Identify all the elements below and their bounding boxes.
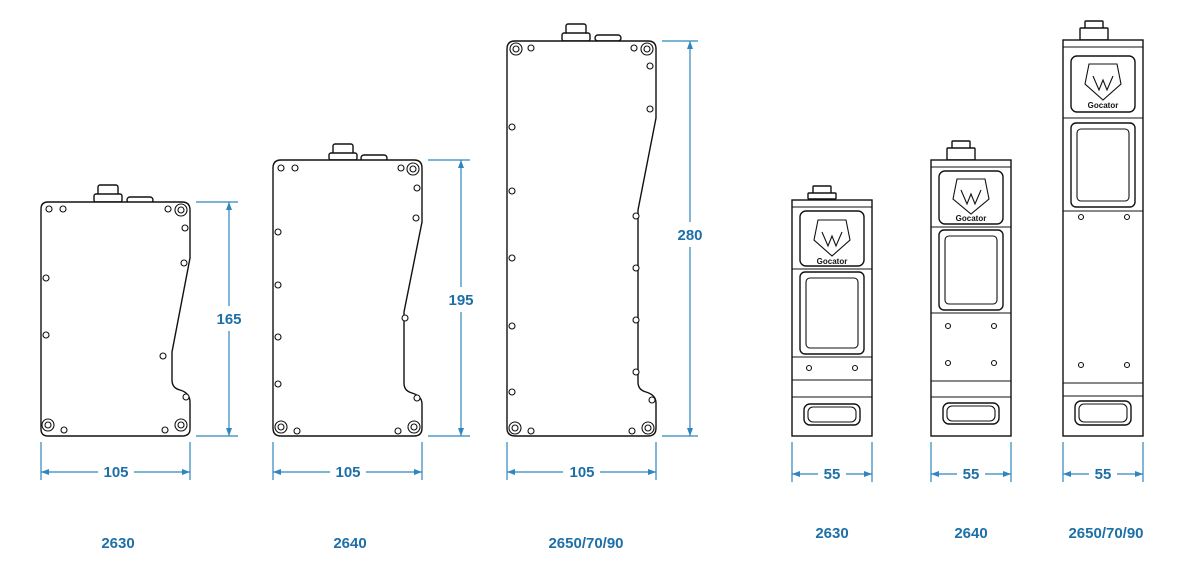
screws [41,203,190,434]
model-label-2630-side: 2630 [101,535,134,552]
height-dimension-280: 280 [662,40,703,437]
height-dimension-165: 165 [196,201,242,437]
front-view-dimensions: 55 55 55 [791,442,1144,483]
top-connector [328,143,388,162]
height-dimension-195: 195 [428,159,474,437]
width-dimension-55-b: 55 [930,442,1012,483]
screws [274,162,421,435]
front-view-2640: Gocator [930,140,1012,437]
gocator-logo: Gocator [938,170,1004,225]
side-view-2650 [506,23,657,437]
top-connector [561,23,622,42]
logo-text: Gocator [956,214,987,223]
model-label-2640-side: 2640 [333,535,366,552]
top-connector [93,184,154,204]
width-dimension-55-c: 55 [1062,442,1144,483]
width-dimension-105-a: 105 [40,442,191,481]
width-label: 105 [335,464,360,481]
width-label: 105 [103,464,128,481]
side-view-dimensions: 165 195 280 [40,40,703,481]
logo-text: Gocator [1088,101,1119,110]
screws [508,42,656,435]
model-label-2640-front: 2640 [954,525,987,542]
model-label-2650-side: 2650/70/90 [548,535,623,552]
width-dimension-105-c: 105 [506,442,657,481]
housing-outline [40,201,191,437]
side-view-2630 [40,184,191,437]
housing-outline [506,40,657,437]
housing-outline [272,159,423,437]
width-label: 55 [1095,466,1112,483]
width-label: 55 [963,466,980,483]
width-dimension-55-a: 55 [791,442,873,483]
model-label-2630-front: 2630 [815,525,848,542]
width-label: 105 [569,464,594,481]
gocator-logo: Gocator [799,210,865,267]
height-label: 280 [677,227,702,244]
logo-text: Gocator [817,257,848,266]
width-dimension-105-b: 105 [272,442,423,481]
front-view-2630: Gocator [791,185,873,437]
height-label: 195 [448,292,473,309]
height-label: 165 [216,311,241,328]
gocator-logo: Gocator [1070,55,1136,113]
side-view-2640 [272,143,423,437]
front-view-2650: Gocator [1062,20,1144,437]
width-label: 55 [824,466,841,483]
model-label-2650-front: 2650/70/90 [1068,525,1143,542]
model-labels: 2630 2640 2650/70/90 2630 2640 2650/70/9… [101,525,1143,552]
